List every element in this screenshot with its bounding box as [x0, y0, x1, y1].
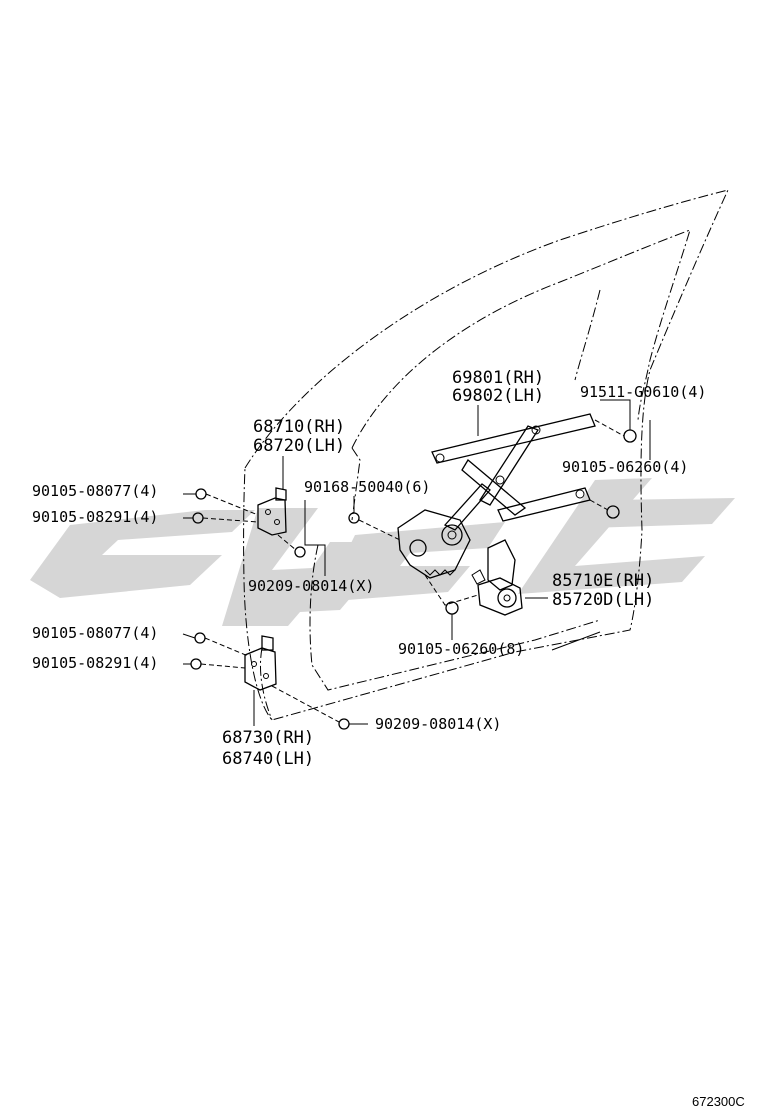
lower-hinge-knuckle — [261, 635, 274, 651]
dash-upper-bolts — [202, 493, 297, 551]
label-lower-hinge-rh: 68730(RH) — [222, 728, 314, 748]
clip-50040-icon — [348, 512, 360, 524]
callout-labels: 69801(RH) 69802(LH) 91511-G0610(4) 68710… — [32, 368, 745, 1109]
regulator-pivot-4 — [575, 489, 585, 499]
door-inner-panel — [309, 544, 601, 691]
regulator-sector-teeth — [424, 569, 456, 576]
label-upper-bolt-08291: 90105-08291(4) — [32, 508, 158, 526]
bolt-lower-08291-icon — [190, 658, 202, 670]
door-outer-frame — [243, 189, 729, 721]
nut-lower-08014-icon — [338, 718, 350, 730]
label-bolt-06260-8: 90105-06260(8) — [398, 640, 524, 658]
dash-06260-8 — [424, 574, 479, 606]
motor-output-gear — [497, 588, 517, 608]
label-upper-bolt-08077: 90105-08077(4) — [32, 482, 158, 500]
regulator-pivot-1 — [435, 453, 445, 463]
motor-gearbox — [477, 577, 523, 616]
regulator-gear-hub — [447, 530, 457, 540]
leader-lines — [182, 399, 651, 726]
dash-06260-4 — [589, 499, 609, 511]
label-lower-bolt-08077: 90105-08077(4) — [32, 624, 158, 642]
lower-hinge-hole-1 — [251, 661, 257, 667]
lower-hinge — [244, 635, 277, 691]
door-window-frame — [351, 229, 691, 449]
motor-connector — [471, 569, 486, 585]
leader-06260-8b — [551, 631, 601, 651]
label-upper-hinge-rh: 68710(RH) — [253, 417, 345, 437]
watermark-shape-4 — [518, 478, 705, 594]
leader-91511 — [600, 399, 631, 430]
motor-output-hub — [503, 594, 511, 602]
regulator-arm-1 — [461, 459, 527, 516]
upper-hinge-hole-2 — [274, 519, 280, 525]
lower-hinge-hole-2 — [263, 673, 269, 679]
regulator-drum — [409, 539, 427, 557]
door-glass-edge — [574, 289, 601, 381]
regulator-motor — [471, 539, 523, 616]
label-regulator-rh: 69801(RH) — [452, 368, 544, 388]
label-motor-rh: 85710E(RH) — [552, 571, 654, 591]
label-regulator-lh: 69802(LH) — [452, 386, 544, 406]
diagram-reference-code: 672300C — [692, 1094, 745, 1109]
label-bolt-06260-4: 90105-06260(4) — [562, 458, 688, 476]
leader-lower-08077 — [182, 633, 196, 639]
regulator-arm-2 — [479, 425, 539, 506]
leader-upper-08014 — [304, 500, 326, 576]
label-bolt-91511: 91511-G0610(4) — [580, 383, 706, 401]
label-upper-nut-08014: 90209-08014(X) — [248, 577, 374, 595]
nut-upper-08014-icon — [294, 546, 306, 558]
bolt-upper-08077-icon — [195, 488, 207, 500]
label-clip-50040: 90168-50040(6) — [304, 478, 430, 496]
door-lower-edge — [259, 647, 273, 721]
watermark-shape-5 — [588, 498, 735, 528]
label-upper-hinge-lh: 68720(LH) — [253, 436, 345, 456]
label-lower-bolt-08291: 90105-08291(4) — [32, 654, 158, 672]
regulator-upper-rail — [431, 413, 596, 464]
bolt-06260-8-icon — [445, 601, 459, 615]
upper-hinge-body — [257, 497, 287, 536]
dash-91511 — [594, 419, 625, 437]
watermark-shape-2 — [222, 508, 398, 626]
label-motor-lh: 85720D(LH) — [552, 590, 654, 610]
bolt-91511-icon — [623, 429, 637, 443]
motor-housing — [487, 539, 516, 591]
regulator-arm-3 — [443, 483, 491, 531]
bolt-lower-08077-icon — [194, 632, 206, 644]
door-belt-line — [351, 447, 361, 521]
upper-hinge-hole-1 — [265, 509, 271, 515]
regulator-gear — [441, 524, 463, 546]
door-outline — [243, 189, 729, 721]
dash-lower-bolts — [200, 637, 340, 723]
bolt-06260-4-icon — [606, 505, 620, 519]
label-lower-nut-08014: 90209-08014(X) — [375, 715, 501, 733]
label-lower-hinge-lh: 68740(LH) — [222, 749, 314, 769]
watermark-shape-1 — [30, 510, 255, 598]
regulator-pivot-3 — [495, 475, 505, 485]
regulator-pivot-2 — [531, 425, 541, 435]
